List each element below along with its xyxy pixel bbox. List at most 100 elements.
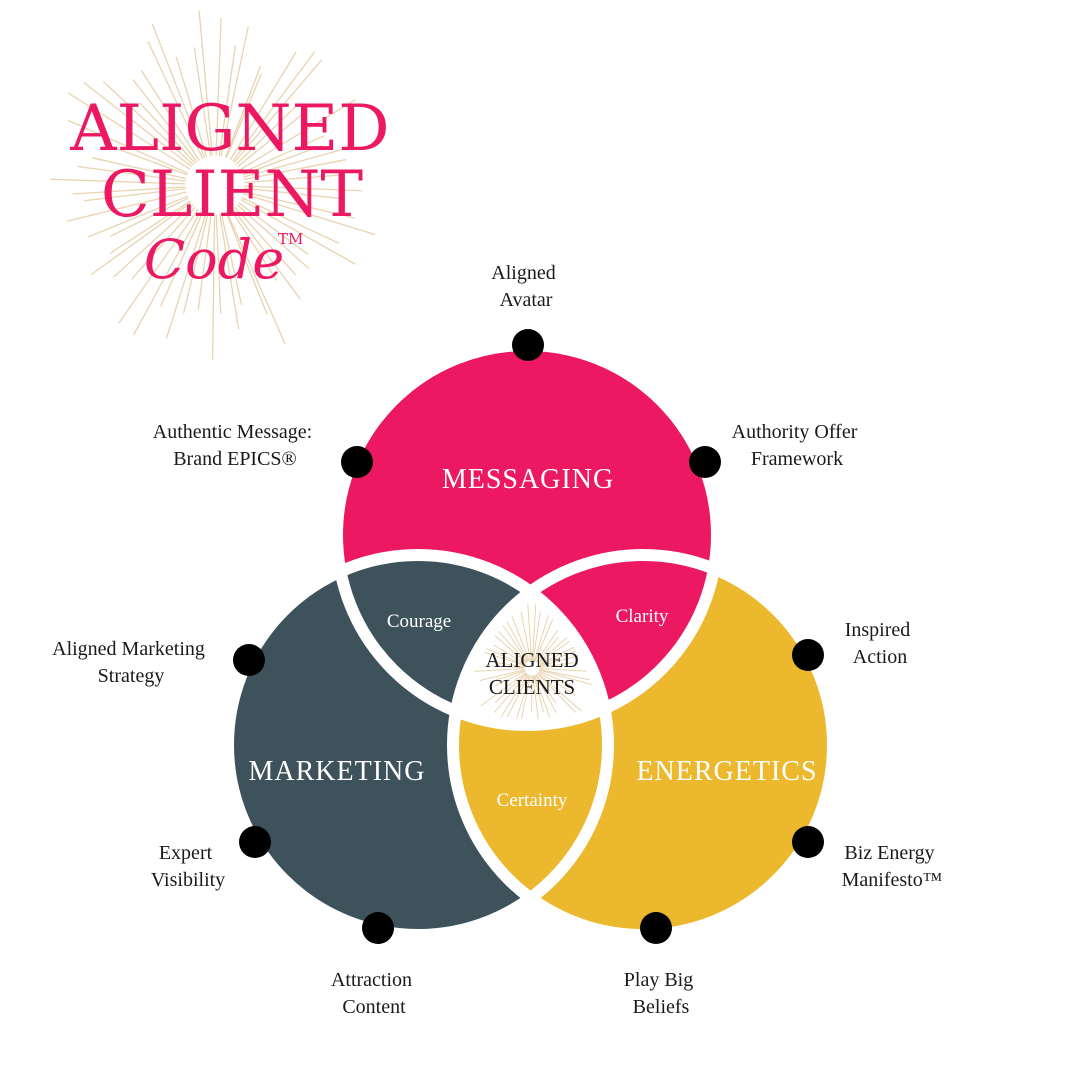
sunburst-ray: [175, 56, 207, 157]
sunburst-ray: [243, 159, 347, 180]
sunburst-ray: [225, 65, 262, 158]
sunburst-ray: [233, 59, 322, 163]
label-authority-offer: Authority Offer Framework: [732, 421, 863, 470]
sunburst-ray: [87, 195, 188, 238]
sunburst-ray: [537, 672, 586, 715]
sunburst-ray: [232, 50, 316, 162]
aligned-client-code-logo: ALIGNED CLIENT Code TM: [69, 92, 389, 291]
sunburst-rays-graphic: [49, 10, 376, 360]
label-play-big: Play Big Beliefs: [624, 969, 698, 1018]
sunburst-ray: [527, 603, 532, 661]
sunburst-ray: [218, 45, 236, 156]
marketing-outline: [222, 549, 614, 941]
logo-word-code: Code: [144, 228, 284, 291]
sunburst-ray: [118, 208, 199, 324]
messaging-title: MESSAGING: [442, 464, 614, 495]
center-sunburst-graphic: [470, 602, 601, 725]
marketing-title: MARKETING: [249, 756, 426, 787]
sunburst-ray: [244, 187, 341, 200]
sunburst-ray: [103, 81, 194, 166]
sunburst-ray: [77, 165, 186, 182]
dot-play-big: [640, 912, 672, 944]
sunburst-ray: [220, 26, 249, 157]
sunburst-ray: [243, 191, 355, 219]
label-aligned-marketing: Aligned Marketing Strategy: [52, 638, 210, 687]
sunburst-ray: [539, 669, 591, 681]
sunburst-ray: [113, 204, 194, 278]
sunburst-ray: [66, 191, 187, 222]
sunburst-ray: [226, 211, 286, 344]
sunburst-ray: [236, 204, 310, 269]
sunburst-ray: [532, 675, 540, 725]
sunburst-ray: [219, 213, 240, 330]
sunburst-ray: [244, 174, 345, 184]
center-label-clients: CLIENTS: [489, 675, 575, 699]
sunburst-ray: [480, 672, 527, 707]
sunburst-ray: [151, 23, 205, 158]
sunburst-ray: [234, 206, 297, 276]
sunburst-ray: [510, 613, 530, 662]
sunburst-ray: [506, 621, 529, 662]
sunburst-ray: [225, 212, 268, 315]
sunburst-ray: [494, 672, 527, 703]
sunburst-ray: [235, 105, 297, 165]
energetics-title: ENERGETICS: [636, 756, 817, 787]
sunburst-ray: [110, 200, 191, 254]
sunburst-ray: [91, 157, 187, 180]
sunburst-ray: [131, 206, 196, 280]
sunburst-ray: [139, 102, 196, 164]
sunburst-ray: [239, 99, 356, 171]
sunburst-ray: [103, 143, 188, 176]
sunburst-ray: [160, 211, 204, 307]
sunburst-ray: [193, 47, 212, 156]
sunburst-ray: [241, 197, 340, 244]
sunburst-ray: [244, 185, 362, 192]
dot-inspired-action: [792, 639, 824, 671]
dot-biz-energy: [792, 826, 824, 858]
sunburst-ray: [72, 186, 186, 195]
sunburst-ray: [539, 662, 575, 668]
sunburst-ray: [132, 79, 198, 162]
sunburst-ray: [537, 673, 579, 716]
sunburst-ray: [532, 611, 541, 661]
sunburst-ray: [494, 673, 528, 713]
sunburst-ray: [536, 637, 559, 663]
sunburst-ray: [493, 644, 526, 665]
sunburst-ray: [538, 671, 576, 696]
sunburst-ray: [147, 41, 203, 159]
sunburst-ray: [83, 82, 193, 168]
label-expert-visibility: Expert Visibility: [151, 842, 225, 891]
label-inspired-action: Inspired Action: [845, 619, 916, 668]
logo-word-aligned: ALIGNED: [69, 92, 389, 166]
sunburst-ray: [67, 92, 191, 170]
sunburst-ray: [237, 114, 303, 167]
sunburst-ray: [533, 675, 544, 713]
sunburst-ray: [495, 670, 526, 686]
sunburst-ray: [517, 675, 531, 725]
dot-aligned-avatar: [512, 329, 544, 361]
label-authentic-message: Authentic Message: Brand EPICS®: [153, 421, 317, 470]
dot-expert-visibility: [239, 826, 271, 858]
sunburst-ray: [489, 631, 527, 664]
sunburst-ray: [68, 120, 189, 174]
label-attraction-content: Attraction Content: [331, 969, 417, 1018]
sunburst-ray: [539, 667, 593, 673]
sunburst-ray: [183, 213, 209, 314]
sunburst-ray: [240, 199, 356, 265]
sunburst-ray: [84, 187, 186, 202]
sunburst-ray: [90, 201, 192, 276]
dot-authority-offer: [689, 446, 721, 478]
logo-trademark: TM: [278, 230, 303, 248]
sunburst-ray: [110, 197, 189, 237]
sunburst-ray: [220, 213, 243, 306]
dot-aligned-marketing: [233, 644, 265, 676]
certainty-label: Certainty: [497, 790, 568, 811]
sunburst-ray: [492, 670, 525, 682]
sunburst-ray: [165, 212, 207, 339]
sunburst-ray: [470, 667, 525, 673]
sunburst-ray: [479, 669, 525, 681]
sunburst-ray: [215, 17, 222, 156]
sunburst-ray: [230, 209, 278, 281]
sunburst-ray: [242, 145, 323, 176]
